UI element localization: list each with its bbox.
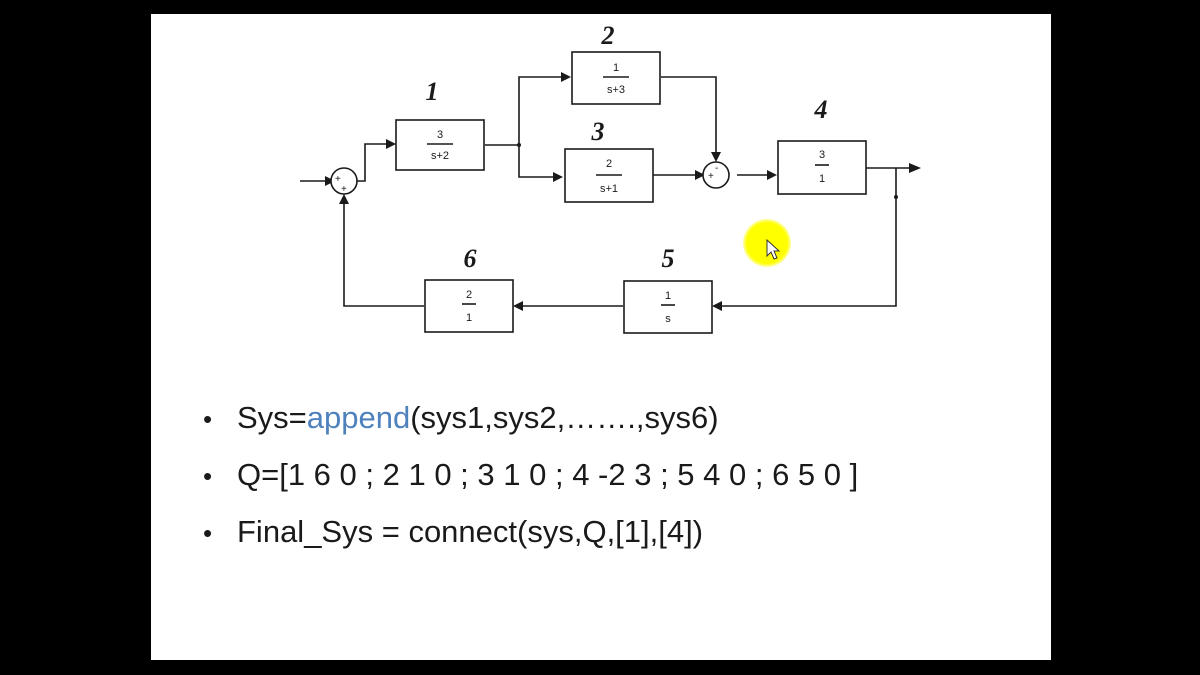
bullet-item-connect: • Final_Sys = connect(sys,Q,[1],[4]) — [203, 510, 858, 567]
arrowhead — [513, 301, 523, 311]
mouse-pointer-icon — [766, 238, 781, 260]
sum1-sign-bottom: + — [341, 184, 347, 195]
block-5-numerator: 1 — [665, 290, 671, 302]
arrowhead — [909, 163, 921, 173]
bullet-dot-icon: • — [203, 518, 213, 548]
arrowhead — [711, 152, 721, 162]
bullet-list: • Sys=append(sys1,sys2,…….,sys6) • Q=[1 6 … — [203, 396, 858, 567]
block-6: 2 1 — [424, 279, 514, 333]
block-5-denominator: s — [665, 313, 671, 325]
block-4-denominator: 1 — [819, 173, 825, 185]
block-4: 3 1 — [777, 140, 867, 195]
block-3-label: 3 — [591, 117, 605, 146]
bullet-1-suffix: (sys1,sys2,…….,sys6) — [410, 400, 719, 435]
sum1-sign-left: + — [335, 174, 341, 185]
wire-block2-to-sum2 — [661, 76, 717, 152]
block-6-numerator: 2 — [466, 289, 472, 301]
cursor-highlight — [743, 219, 791, 267]
bullet-1-prefix: Sys= — [237, 400, 307, 435]
block-2-numerator: 1 — [613, 62, 619, 74]
block-4-label: 4 — [814, 95, 828, 124]
block-5-label: 5 — [662, 244, 675, 273]
block-2-label: 2 — [601, 21, 615, 50]
block-3: 2 s+1 — [564, 148, 654, 203]
block-1-denominator: s+2 — [431, 150, 449, 162]
bullet-1-accent: append — [306, 400, 411, 435]
block-5: 1 s — [623, 280, 713, 334]
wire-feedback-to-block5 — [722, 168, 897, 307]
sum2-sign-left: + — [708, 171, 714, 182]
slide: + + + - 3 s+2 1 1 s+3 2 2 s+1 — [151, 14, 1051, 660]
arrowhead — [325, 176, 335, 186]
block-1: 3 s+2 — [395, 119, 485, 171]
junction-dot — [517, 143, 521, 147]
arrowhead — [712, 301, 722, 311]
arrowhead — [767, 170, 777, 180]
block-3-denominator: s+1 — [600, 183, 618, 195]
arrowhead — [553, 172, 563, 182]
bullet-item-q-matrix: • Q=[1 6 0 ; 2 1 0 ; 3 1 0 ; 4 -2 3 ; 5 4… — [203, 453, 858, 510]
bullet-2-text: Q=[1 6 0 ; 2 1 0 ; 3 1 0 ; 4 -2 3 ; 5 4 … — [237, 457, 859, 492]
block-2-denominator: s+3 — [607, 84, 625, 96]
arrowhead — [339, 194, 349, 204]
sum2-sign-top: - — [715, 163, 718, 174]
arrowhead — [386, 139, 396, 149]
block-6-label: 6 — [464, 244, 477, 273]
block-1-label: 1 — [426, 77, 439, 106]
block-3-numerator: 2 — [606, 158, 612, 170]
bullet-dot-icon: • — [203, 404, 213, 434]
arrowhead — [561, 72, 571, 82]
wire-block6-to-sum1 — [343, 204, 424, 307]
block-1-numerator: 3 — [437, 129, 443, 141]
wire-sum1-to-block1 — [356, 143, 387, 182]
bullet-dot-icon: • — [203, 461, 213, 491]
summing-junction-2: + - — [702, 161, 730, 189]
bullet-3-text: Final_Sys = connect(sys,Q,[1],[4]) — [237, 514, 704, 549]
bullet-item-append: • Sys=append(sys1,sys2,…….,sys6) — [203, 396, 858, 453]
block-2: 1 s+3 — [571, 51, 661, 105]
block-4-numerator: 3 — [819, 149, 825, 161]
wire-to-block2 — [518, 76, 561, 145]
block-diagram: + + + - 3 s+2 1 1 s+3 2 2 s+1 — [300, 21, 921, 334]
summing-junction-1: + + — [330, 167, 358, 195]
wire-to-block3 — [518, 145, 553, 178]
block-6-denominator: 1 — [466, 312, 472, 324]
junction-dot — [894, 195, 898, 199]
arrowhead — [695, 170, 705, 180]
